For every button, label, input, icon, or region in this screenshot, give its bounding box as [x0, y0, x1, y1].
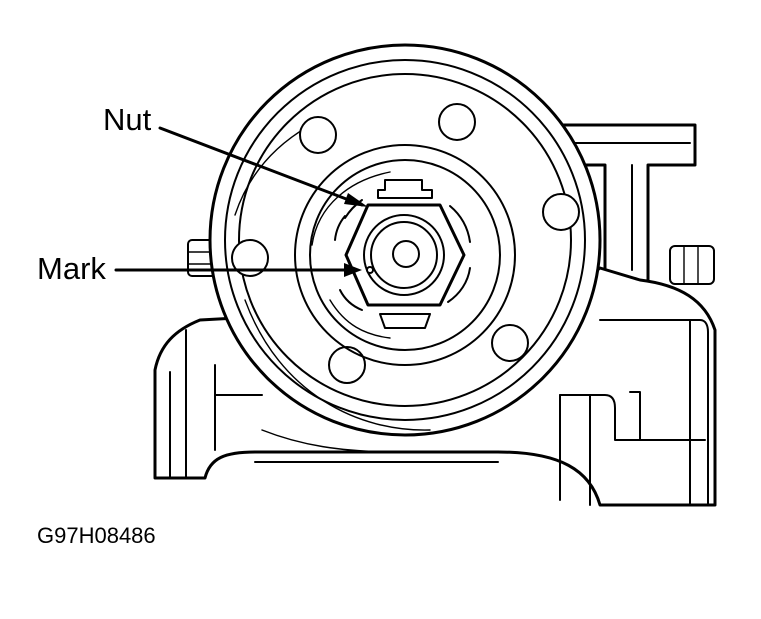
mark-label: Mark: [37, 251, 106, 286]
mark-arrowhead: [344, 263, 362, 277]
callout-leaders: [114, 126, 368, 277]
nut-leader-line: [158, 126, 364, 207]
retaining-tabs: [377, 179, 433, 329]
figure-id: G97H08486: [37, 523, 156, 548]
flange-bolt-holes: [231, 103, 580, 384]
right-side-bolt: [669, 245, 715, 285]
nut-arrowhead: [344, 193, 368, 207]
nut-label: Nut: [103, 102, 152, 137]
alignment-mark: [366, 266, 374, 274]
nut: [344, 203, 466, 307]
